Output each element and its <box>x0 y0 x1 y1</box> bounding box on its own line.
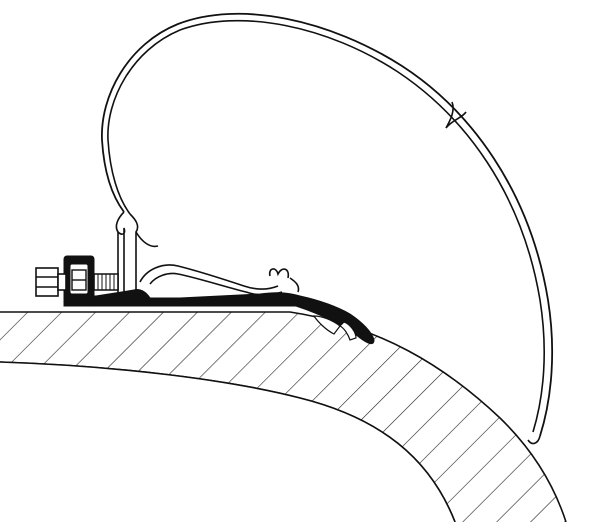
hex-bolt <box>35 267 119 297</box>
awning-housing <box>101 12 554 445</box>
mounting-bracket <box>115 211 300 296</box>
hex-nut <box>71 269 87 291</box>
vehicle-roof <box>0 311 567 522</box>
